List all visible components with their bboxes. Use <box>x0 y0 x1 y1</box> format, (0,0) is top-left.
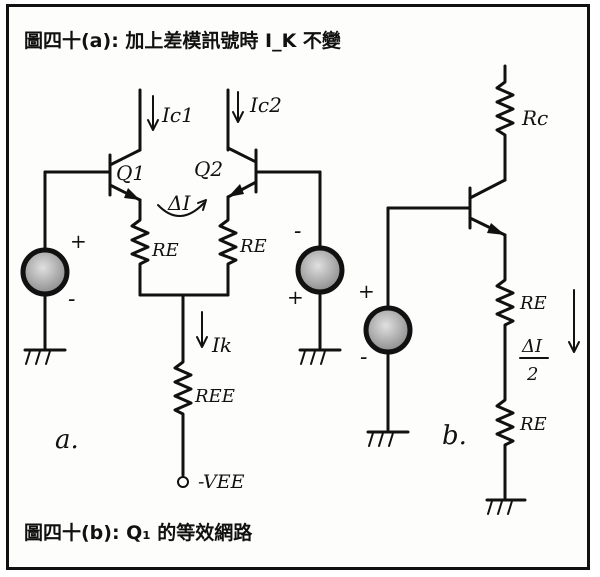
source-b-plus: + <box>358 279 375 303</box>
ic1-label: Ic1 <box>161 103 194 127</box>
re-bottom-resistor <box>495 390 515 500</box>
q2-collector-lead <box>226 146 258 164</box>
source-2-plus: + <box>287 285 304 309</box>
ic2-label: Ic2 <box>249 93 282 117</box>
ree-resistor <box>173 350 193 477</box>
delta-i-label: ΔI <box>167 191 191 215</box>
circuit-b: Rc RE ΔI 2 RE + - b. <box>358 64 580 515</box>
half-current-arrow-icon <box>568 289 580 353</box>
re-bottom-label: RE <box>519 414 547 435</box>
source-2-minus: - <box>294 219 301 244</box>
qb-emitter-arrow-icon <box>487 223 505 235</box>
source-b-icon <box>363 305 413 355</box>
ree-label: REE <box>194 386 235 407</box>
re1-label: RE <box>151 240 179 261</box>
delta-i-arc-icon <box>157 202 205 217</box>
source-2-icon <box>295 245 345 295</box>
circuit-b-label: b. <box>442 421 467 451</box>
re2-resistor <box>218 195 238 297</box>
qb-collector-lead <box>468 178 507 200</box>
source-1-minus: - <box>68 287 75 312</box>
half-current-denominator: 2 <box>526 364 538 385</box>
q1-emitter-arrow-icon <box>124 188 140 200</box>
figure-a-caption-text: 圖四十(a): 加上差模訊號時 I_K 不變 <box>24 30 341 52</box>
ik-arrow-icon <box>196 311 208 348</box>
source-b-minus: - <box>360 345 367 370</box>
figure-b-caption-text: 圖四十(b): Q₁ 的等效網路 <box>24 522 253 544</box>
delta-i-arrowhead-icon <box>197 199 207 211</box>
re-top-label: RE <box>519 293 547 314</box>
circuit-a-label: a. <box>55 425 79 455</box>
ground-1-hatch-icon <box>25 350 51 365</box>
ic1-arrow-icon <box>147 95 159 131</box>
rc-resistor <box>495 64 515 182</box>
vee-terminal-icon <box>177 476 189 488</box>
ground-2-hatch-icon <box>300 350 326 365</box>
source-1-icon <box>20 247 70 297</box>
q2-label: Q2 <box>194 157 223 181</box>
q1-label: Q1 <box>116 161 145 185</box>
source-1-plus: + <box>70 229 87 253</box>
ic2-arrow-icon <box>232 91 244 123</box>
q1-collector-lead <box>108 148 142 167</box>
figure-b-caption: 圖四十(b): Q₁ 的等效網路 <box>24 518 252 545</box>
re2-label: RE <box>239 236 267 257</box>
half-current-numerator: ΔI <box>521 336 543 357</box>
figure-a-caption: 圖四十(a): 加上差模訊號時 I_K 不變 <box>24 26 341 53</box>
circuit-a: Ic1 Ic2 Q1 Q2 ΔI RE RE Ik REE -VE <box>20 88 345 493</box>
vee-label: -VEE <box>198 471 245 493</box>
q2-emitter-arrow-icon <box>228 184 244 197</box>
rc-label: Rc <box>521 106 548 130</box>
re1-resistor <box>130 198 150 297</box>
ik-label: Ik <box>211 333 232 357</box>
re-top-resistor <box>495 233 515 394</box>
ground-b-hatch-icon <box>487 500 513 515</box>
ground-c-hatch-icon <box>368 432 394 447</box>
figure-frame <box>6 4 590 570</box>
